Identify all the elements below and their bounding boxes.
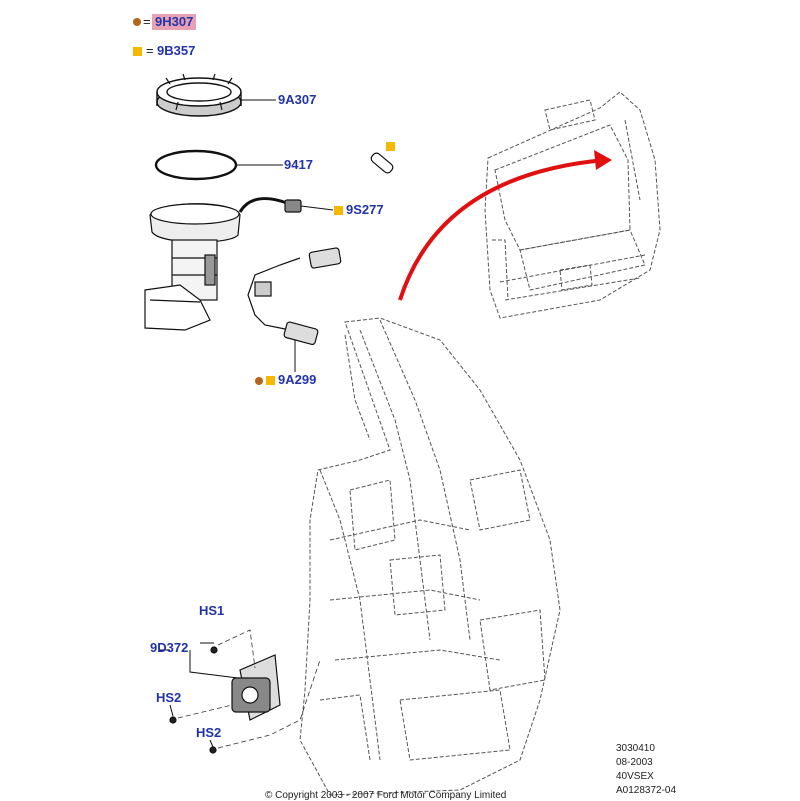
fuel-sender-part [247,247,342,346]
callout-lock-ring[interactable]: 9A307 [278,92,317,107]
pin-square-icon [386,142,395,151]
info-line-3: 40VSEX [616,771,654,782]
legend-dot-icon [133,18,141,26]
callout-hs1[interactable]: HS1 [199,603,225,618]
callout-bracket[interactable]: 9D372 [150,640,189,655]
sender-dot-icon [255,377,263,385]
copyright-text: © Copyright 2003 - 2007 Ford Motor Compa… [265,790,507,801]
legend-square-icon [133,47,142,56]
sender-square-icon [266,376,275,385]
info-line-2: 08-2003 [616,757,653,768]
fuel-pump-module [144,197,302,331]
info-line-1: 3030410 [616,743,655,754]
seal-part [154,149,238,181]
leader-lines [160,99,334,748]
pin-part [370,152,394,174]
callout-connector[interactable]: 9S277 [346,202,384,217]
bracket-assembly [169,646,281,754]
lock-ring-part [156,73,242,117]
connector-square-icon [334,206,343,215]
info-line-4: A0128372-04 [616,785,677,796]
callout-hs2-b[interactable]: HS2 [196,725,222,740]
bracket-guide-lines [177,629,321,749]
callout-sender[interactable]: 9A299 [278,372,317,387]
red-pointer-arrow [398,150,612,301]
legend-label-2[interactable]: 9B357 [157,43,196,58]
legend-eq-1: = [143,14,151,29]
callout-seal[interactable]: 9417 [284,157,313,172]
legend-label-1[interactable]: 9H307 [152,14,197,30]
vehicle-rear-view [484,91,661,319]
callout-hs2-a[interactable]: HS2 [156,690,182,705]
body-panel [299,317,561,796]
legend-eq-2: = [146,43,154,58]
